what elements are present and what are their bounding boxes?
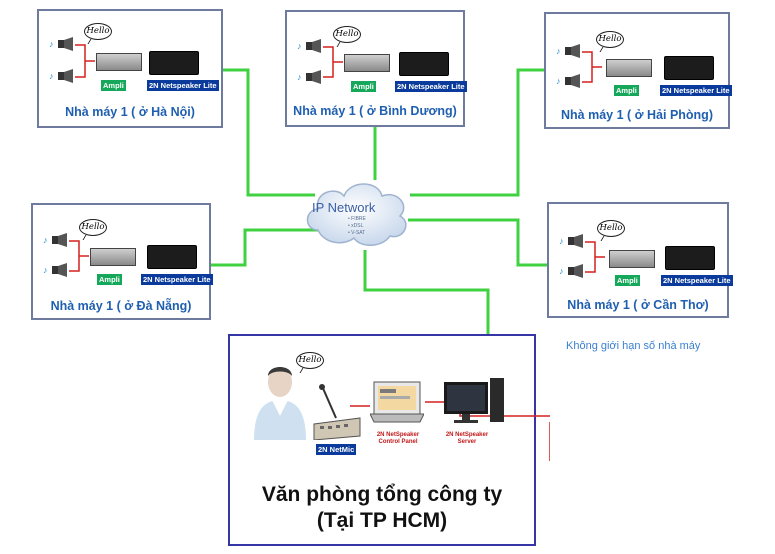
speaker-wire: [75, 44, 95, 78]
speaker-icon: ♪: [559, 234, 585, 248]
speaker-wire: [585, 241, 605, 273]
speaker-icon: ♪: [43, 233, 69, 247]
site-danang: ♪ ♪ Hello Ampli 2N Netspeaker Lite Nhà m…: [31, 203, 213, 320]
speaker-icon: ♪: [556, 44, 582, 58]
ampli-label: Ampli: [97, 274, 122, 285]
hello-bubble: Hello: [84, 23, 112, 40]
hello-bubble: Hello: [79, 219, 107, 236]
amplifier-icon: [90, 248, 136, 266]
ampli-label: Ampli: [351, 81, 376, 92]
hq-title-line2: (Tại TP HCM): [316, 509, 448, 532]
netspeaker-device-icon: [665, 246, 715, 270]
netmic-console-icon: [312, 384, 362, 441]
svg-text:♪: ♪: [559, 266, 564, 276]
amplifier-icon: [96, 53, 142, 71]
unlimited-factories-note: Không giới hạn số nhà máy: [566, 340, 701, 352]
site-label: Nhà máy 1 ( ở Cần Thơ): [567, 298, 709, 312]
netspeaker-device-icon: [399, 52, 449, 76]
netmic-label: 2N NetMic: [316, 444, 357, 455]
cloud-item-xdsl: • xDSL: [348, 223, 364, 229]
server-pc-icon: [444, 378, 506, 424]
site-haiphong: ♪ ♪ Hello Ampli 2N Netspeaker Lite Nhà m…: [544, 12, 732, 129]
link-danang: [210, 228, 318, 267]
netspeaker-label: 2N Netspeaker Lite: [147, 80, 219, 91]
netspeaker-label: 2N Netspeaker Lite: [395, 81, 467, 92]
netspeaker-device-icon: [664, 56, 714, 80]
speaker-icon: ♪: [559, 264, 585, 278]
cloud-icon: [306, 183, 407, 246]
speaker-wire: [582, 51, 602, 83]
link-hanoi: [222, 68, 315, 197]
cloud-item-fibre: • FIBRE: [348, 216, 366, 222]
hello-bubble: Hello: [597, 220, 625, 237]
speaker-icon: ♪: [49, 37, 75, 51]
ampli-label: Ampli: [615, 275, 640, 286]
svg-text:♪: ♪: [43, 235, 48, 245]
site-binhduong: ♪ ♪ Hello Ampli 2N Netspeaker Lite Nhà m…: [285, 10, 467, 127]
svg-text:♪: ♪: [43, 265, 48, 275]
speaker-wire: [323, 46, 343, 78]
site-hanoi: ♪ ♪ Hello Ampli 2N Netspeaker Lite Nhà m…: [37, 9, 223, 128]
svg-text:♪: ♪: [297, 72, 302, 82]
hello-bubble: Hello: [596, 31, 624, 48]
hq-title-line1: Văn phòng tổng công ty: [261, 483, 503, 506]
control-panel-label: 2N NetSpeaker Control Panel: [376, 432, 420, 445]
link-haiphong: [410, 68, 545, 197]
site-cantho: ♪ ♪ Hello Ampli 2N Netspeaker Lite Nhà m…: [547, 202, 733, 318]
svg-text:♪: ♪: [49, 71, 54, 81]
ampli-label: Ampli: [614, 85, 639, 96]
amplifier-icon: [609, 250, 655, 268]
operator-person-icon: [250, 360, 310, 440]
svg-text:♪: ♪: [556, 76, 561, 86]
site-label: Nhà máy 1 ( ở Hải Phòng): [561, 108, 713, 122]
amplifier-icon: [606, 59, 652, 77]
netspeaker-label: 2N Netspeaker Lite: [141, 274, 213, 285]
hq-office: Hello 2N NetMic 2N NetSpeaker Control Pa…: [228, 334, 550, 546]
speaker-icon: ♪: [43, 263, 69, 277]
link-cantho: [408, 218, 548, 267]
server-label: 2N NetSpeaker Server: [445, 432, 489, 445]
laptop-icon: [369, 380, 425, 426]
ampli-label: Ampli: [101, 80, 126, 91]
site-label: Nhà máy 1 ( ở Bình Dương): [293, 104, 457, 118]
speaker-wire: [69, 240, 89, 272]
site-label: Nhà máy 1 ( ở Hà Nội): [65, 105, 195, 119]
netspeaker-label: 2N Netspeaker Lite: [661, 275, 733, 286]
ip-network-cloud: IP Network • FIBRE • xDSL • V-SAT: [300, 172, 412, 250]
speaker-icon: ♪: [49, 69, 75, 83]
speaker-icon: ♪: [297, 39, 323, 53]
svg-text:♪: ♪: [559, 236, 564, 246]
site-label: Nhà máy 1 ( ở Đà Nẵng): [50, 299, 192, 313]
netspeaker-device-icon: [149, 51, 199, 75]
speaker-icon: ♪: [556, 74, 582, 88]
cloud-item-vsat: • V-SAT: [348, 230, 366, 236]
svg-text:♪: ♪: [297, 41, 302, 51]
netspeaker-label: 2N Netspeaker Lite: [660, 85, 732, 96]
amplifier-icon: [344, 54, 390, 72]
svg-text:♪: ♪: [49, 39, 54, 49]
cloud-title: IP Network: [312, 200, 376, 215]
speaker-icon: ♪: [297, 70, 323, 84]
hello-bubble: Hello: [296, 352, 324, 369]
hello-bubble: Hello: [333, 26, 361, 43]
svg-text:♪: ♪: [556, 46, 561, 56]
netspeaker-device-icon: [147, 245, 197, 269]
